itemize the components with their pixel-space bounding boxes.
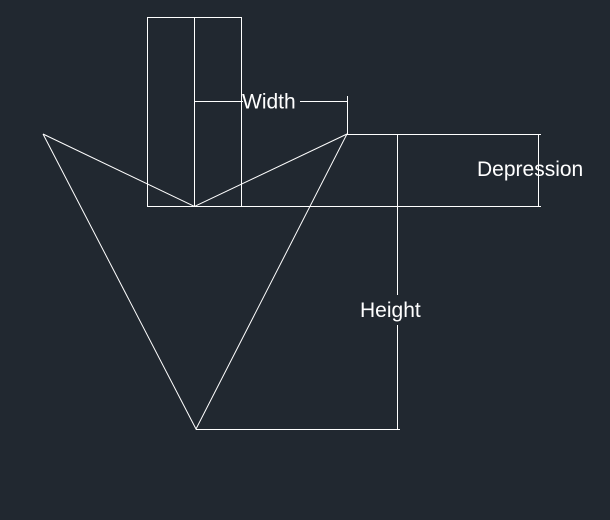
- height-label: Height: [360, 299, 421, 322]
- depression-label: Depression: [477, 158, 583, 181]
- width-label: Width: [242, 91, 296, 114]
